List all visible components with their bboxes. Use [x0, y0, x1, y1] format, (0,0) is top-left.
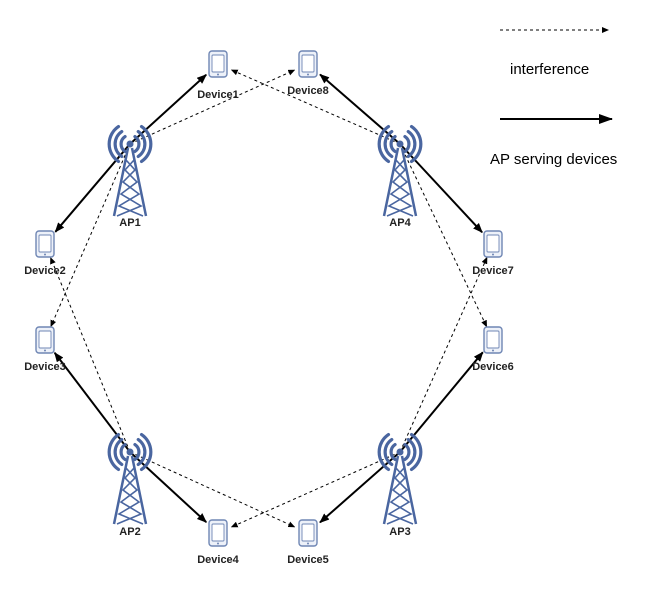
ap4-tower-icon: [377, 124, 423, 217]
device4-label: Device4: [197, 554, 239, 566]
ap3-tower-icon: [377, 432, 423, 525]
device5-phone-icon: [298, 519, 318, 547]
legend-serving-label: AP serving devices: [490, 151, 617, 168]
device7-label: Device7: [472, 265, 514, 277]
device1-phone-icon: [208, 50, 228, 78]
serving-link-ap1-device1: [129, 74, 207, 145]
ap1-tower-icon: [107, 124, 153, 217]
interference-link-ap4-device6: [399, 143, 488, 328]
device6-phone-icon: [483, 326, 503, 354]
serving-link-ap2-device4: [129, 451, 207, 523]
legend-interference-label: interference: [510, 61, 589, 78]
ap2-label: AP2: [119, 526, 140, 538]
device1-label: Device1: [197, 89, 239, 101]
interference-link-ap3-device4: [230, 451, 401, 528]
serving-link-ap2-device3: [53, 351, 131, 453]
serving-link-ap4-device7: [399, 143, 483, 234]
device8-phone-icon: [298, 50, 318, 78]
ap2-tower-icon: [107, 432, 153, 525]
ap4-label: AP4: [389, 217, 411, 229]
device2-label: Device2: [24, 265, 66, 277]
serving-link-ap1-device2: [54, 143, 131, 233]
interference-link-ap2-device5: [129, 451, 296, 528]
device8-label: Device8: [287, 85, 329, 97]
device5-label: Device5: [287, 554, 329, 566]
device2-phone-icon: [35, 230, 55, 258]
links-layer: [50, 69, 488, 528]
legend: interference AP serving devices: [490, 27, 617, 168]
device3-label: Device3: [24, 361, 66, 373]
interference-link-ap3-device7: [399, 256, 488, 453]
device3-phone-icon: [35, 326, 55, 354]
interference-link-ap4-device1: [230, 69, 401, 145]
ap1-label: AP1: [119, 217, 140, 229]
serving-link-ap3-device5: [319, 451, 401, 524]
device7-phone-icon: [483, 230, 503, 258]
serving-link-ap4-device8: [319, 73, 401, 145]
interference-link-ap1-device8: [129, 69, 296, 145]
interference-link-ap1-device3: [50, 143, 131, 328]
ap3-label: AP3: [389, 526, 410, 538]
interference-link-ap2-device2: [50, 256, 131, 453]
device6-label: Device6: [472, 361, 514, 373]
device4-phone-icon: [208, 519, 228, 547]
